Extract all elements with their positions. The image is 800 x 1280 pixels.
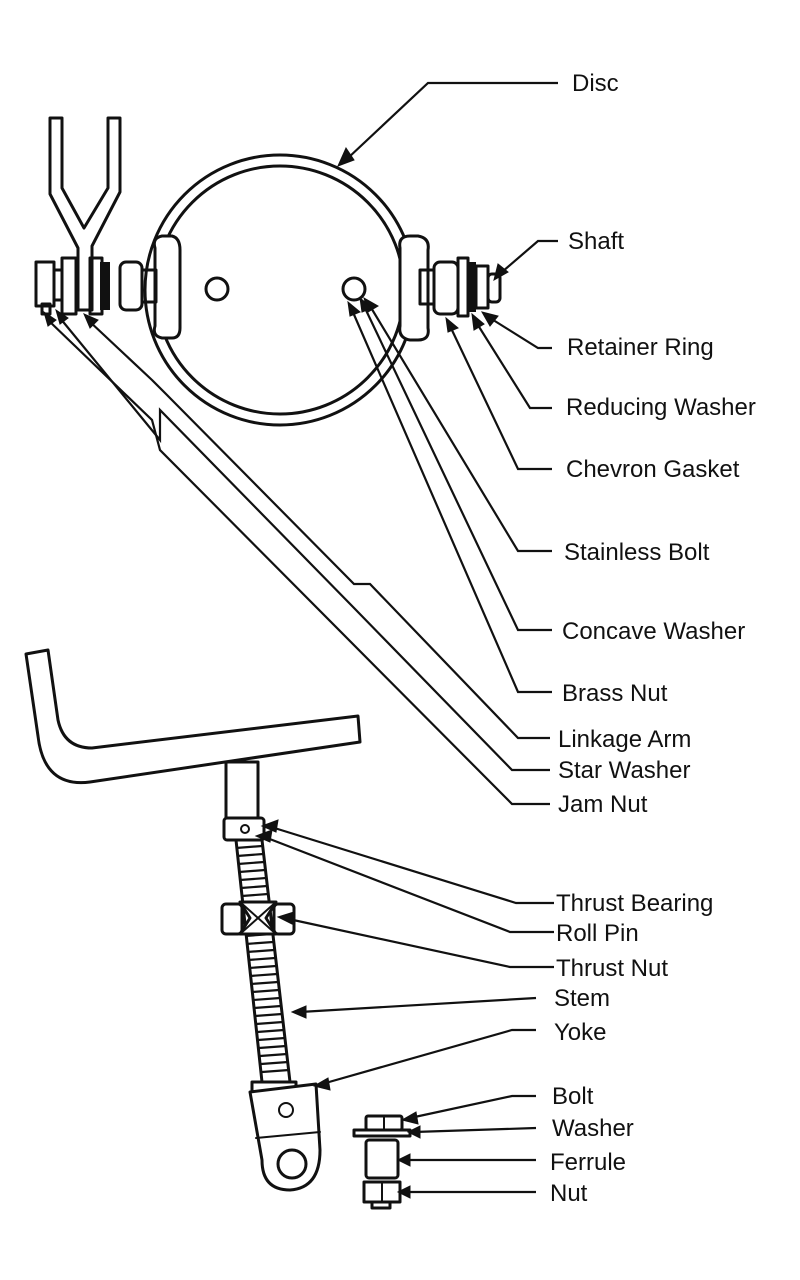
label-concave-washer: Concave Washer bbox=[562, 618, 745, 645]
label-shaft: Shaft bbox=[568, 228, 624, 255]
label-thrust-bearing: Thrust Bearing bbox=[556, 890, 713, 917]
leader-stainless-bolt bbox=[363, 296, 552, 553]
label-yoke: Yoke bbox=[554, 1019, 607, 1046]
leader-thrust-bearing bbox=[260, 819, 554, 905]
label-reducing-washer: Reducing Washer bbox=[566, 394, 756, 421]
linkage-arm-fork bbox=[34, 116, 122, 316]
disc-left-pad bbox=[152, 234, 182, 340]
thrust-bearing bbox=[222, 816, 266, 842]
label-star-washer: Star Washer bbox=[558, 757, 690, 784]
leader-jam-nut bbox=[43, 310, 550, 806]
label-brass-nut: Brass Nut bbox=[562, 680, 668, 707]
leader-roll-pin bbox=[254, 829, 554, 934]
leader-shaft bbox=[493, 239, 558, 282]
leader-linkage-arm bbox=[83, 313, 550, 740]
leader-star-washer bbox=[55, 308, 550, 772]
shaft-right bbox=[418, 256, 502, 318]
leader-thrust-nut bbox=[276, 911, 554, 969]
leader-nut bbox=[396, 1185, 536, 1199]
label-thrust-nut: Thrust Nut bbox=[556, 955, 668, 982]
label-stem: Stem bbox=[554, 985, 610, 1012]
label-disc: Disc bbox=[572, 70, 619, 97]
leader-disc bbox=[337, 81, 558, 167]
label-ferrule: Ferrule bbox=[550, 1149, 626, 1176]
leader-washer bbox=[406, 1125, 537, 1139]
disc bbox=[143, 153, 417, 427]
hardware-nut bbox=[362, 1180, 402, 1210]
label-nut: Nut bbox=[550, 1180, 588, 1207]
label-chevron-gasket: Chevron Gasket bbox=[566, 456, 740, 483]
label-linkage-arm: Linkage Arm bbox=[558, 726, 691, 753]
thrust-nut bbox=[220, 900, 296, 936]
hardware-ferrule bbox=[364, 1138, 400, 1180]
hardware-washer bbox=[352, 1128, 412, 1138]
label-stainless-bolt: Stainless Bolt bbox=[564, 539, 710, 566]
label-retainer-ring: Retainer Ring bbox=[567, 334, 714, 361]
leader-bolt bbox=[400, 1094, 536, 1125]
leader-concave-washer bbox=[359, 296, 552, 632]
stem-threads bbox=[234, 838, 292, 1084]
label-jam-nut: Jam Nut bbox=[558, 791, 648, 818]
leader-chevron-gasket bbox=[445, 316, 552, 471]
handle bbox=[24, 648, 362, 785]
leader-ferrule bbox=[396, 1153, 536, 1167]
leader-reducing-washer bbox=[471, 312, 552, 410]
stem-upper-shaft bbox=[224, 760, 260, 822]
leader-retainer-ring bbox=[480, 311, 552, 350]
yoke bbox=[248, 1080, 322, 1192]
label-washer: Washer bbox=[552, 1115, 634, 1142]
leader-stem bbox=[290, 996, 537, 1019]
leader-brass-nut bbox=[347, 300, 552, 694]
hardware-bolt bbox=[364, 1114, 404, 1132]
label-bolt: Bolt bbox=[552, 1083, 594, 1110]
label-roll-pin: Roll Pin bbox=[556, 920, 639, 947]
leader-yoke bbox=[312, 1028, 536, 1091]
disc-right-pad bbox=[398, 234, 430, 342]
